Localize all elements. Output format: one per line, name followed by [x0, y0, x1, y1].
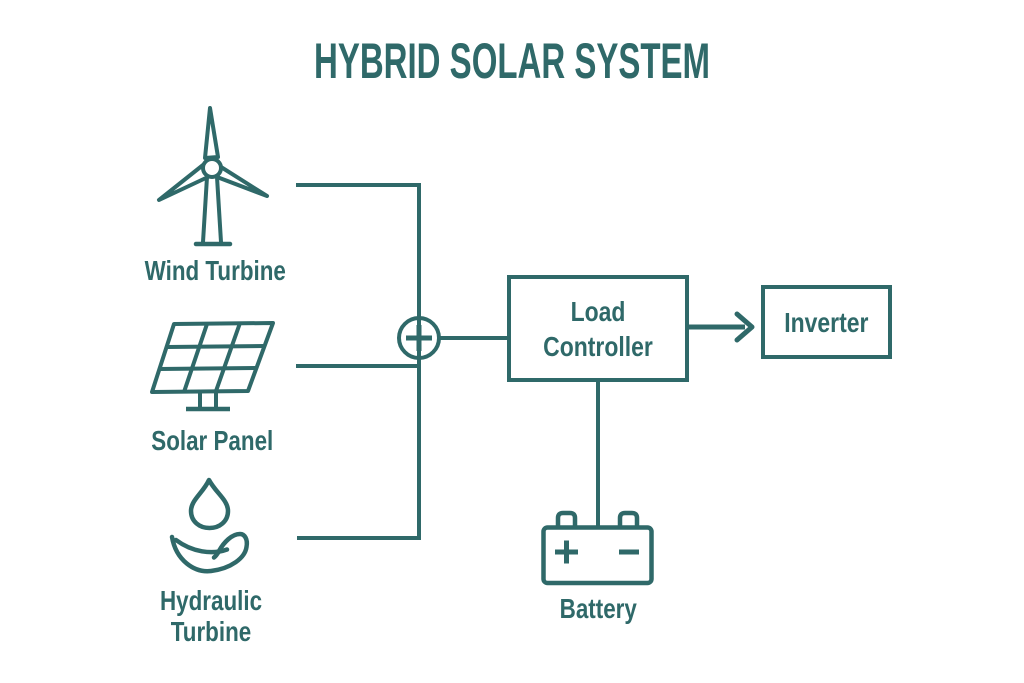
inverter-box: Inverter	[761, 285, 892, 359]
panel-stand	[198, 392, 218, 409]
page-title: HYBRID SOLAR SYSTEM	[0, 36, 1024, 86]
panel-column-lines	[182, 322, 242, 393]
battery-plus-icon	[555, 540, 578, 564]
turbine-blade-right	[215, 165, 269, 198]
wind-turbine-icon	[157, 106, 269, 247]
solar-panel-label: Solar Panel	[150, 425, 273, 456]
load-controller-box: Load Controller	[507, 275, 689, 382]
hand-inner-curve	[173, 537, 230, 555]
solar-panel-icon	[150, 321, 275, 412]
turbine-blade-left	[157, 163, 210, 202]
wind-turbine-label: Wind Turbine	[144, 255, 286, 286]
controller-to-inverter-arrow	[689, 311, 755, 343]
battery-label: Battery	[559, 593, 637, 624]
battery-terminal-left	[555, 510, 578, 527]
water-drop	[188, 477, 231, 531]
junction-plus-icon	[406, 325, 432, 351]
battery-icon	[541, 510, 654, 586]
water-drop-hand-icon	[169, 477, 250, 574]
turbine-blade-top	[203, 106, 220, 160]
battery-body	[541, 525, 654, 586]
hydraulic-turbine-label: Hydraulic Turbine	[159, 585, 263, 647]
plus-junction-icon	[397, 316, 441, 360]
junction-circle	[397, 316, 441, 360]
panel-row-lines	[158, 344, 266, 371]
wind-and-hydraulic-connector-line	[296, 183, 421, 540]
source-connector-lines	[296, 183, 421, 540]
turbine-tower	[201, 175, 223, 244]
turbine-hub	[201, 157, 223, 179]
battery-terminal-right	[617, 510, 640, 527]
page-title-text: HYBRID SOLAR SYSTEM	[313, 33, 711, 89]
panel-frame	[150, 321, 275, 394]
arrow-head-icon	[734, 311, 755, 343]
